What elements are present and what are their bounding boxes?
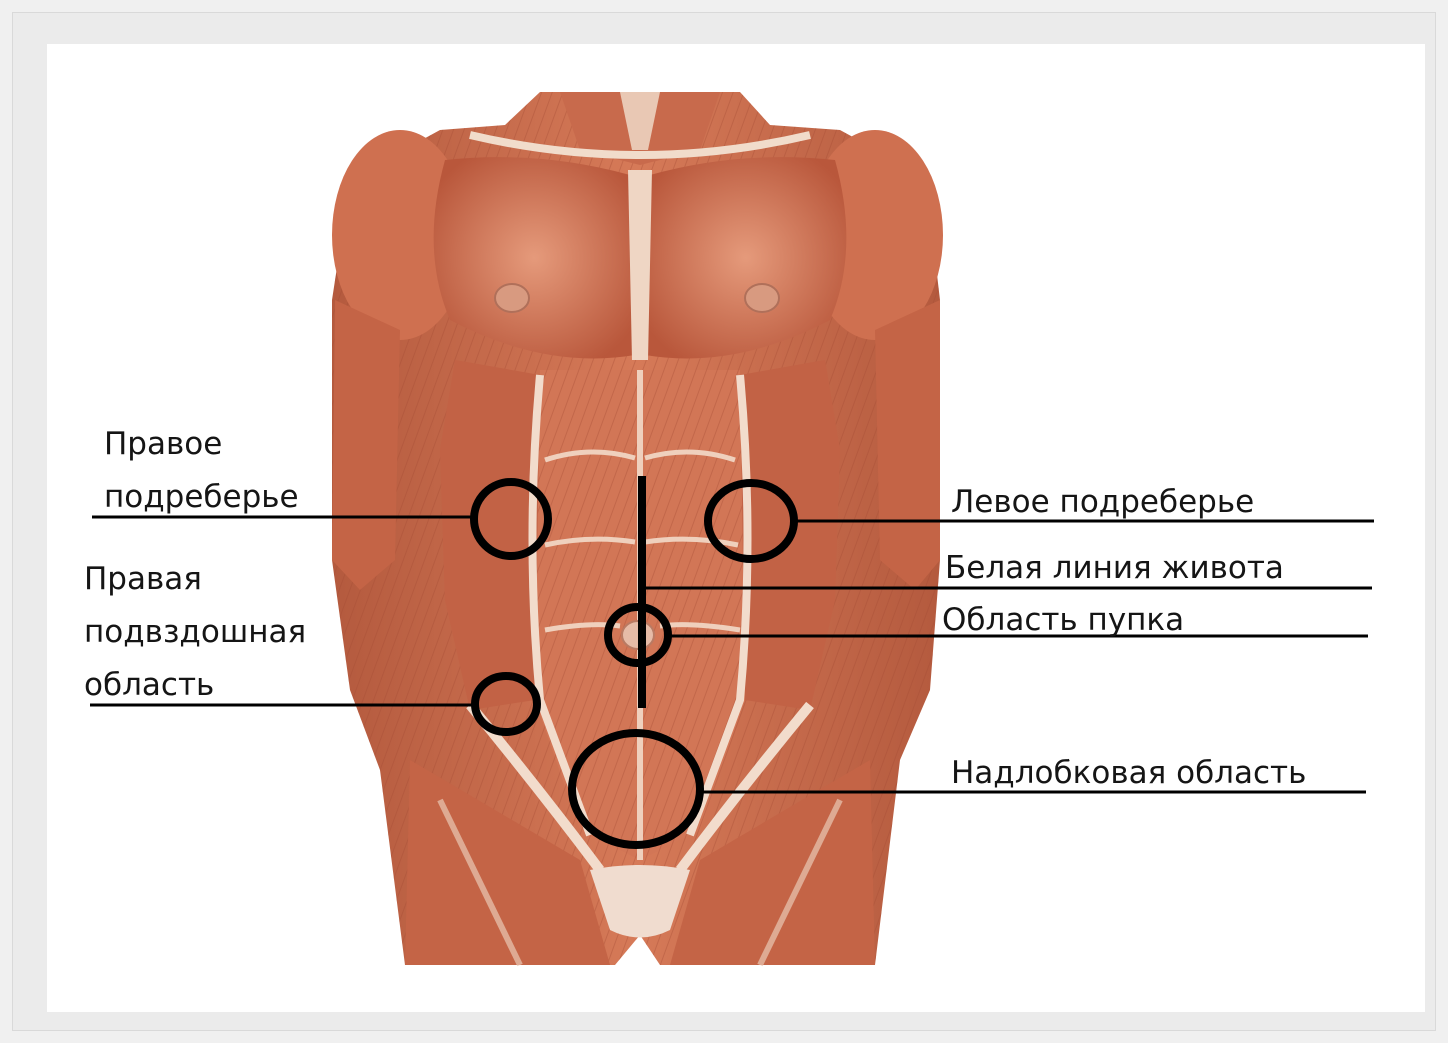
sternum: [628, 170, 652, 360]
label-linea-alba: Белая линия живота: [945, 542, 1284, 595]
label-suprapubic-region: Надлобковая область: [951, 747, 1306, 800]
left-nipple: [745, 284, 779, 312]
label-left-hypochondrium: Левое подреберье: [951, 476, 1254, 529]
label-right-iliac-region: Правая подвздошная область: [84, 553, 306, 712]
right-arm: [332, 300, 400, 590]
right-nipple: [495, 284, 529, 312]
label-umbilical-region: Область пупка: [942, 594, 1184, 647]
label-right-hypochondrium: Правое подреберье: [104, 418, 299, 524]
left-arm: [875, 300, 940, 590]
